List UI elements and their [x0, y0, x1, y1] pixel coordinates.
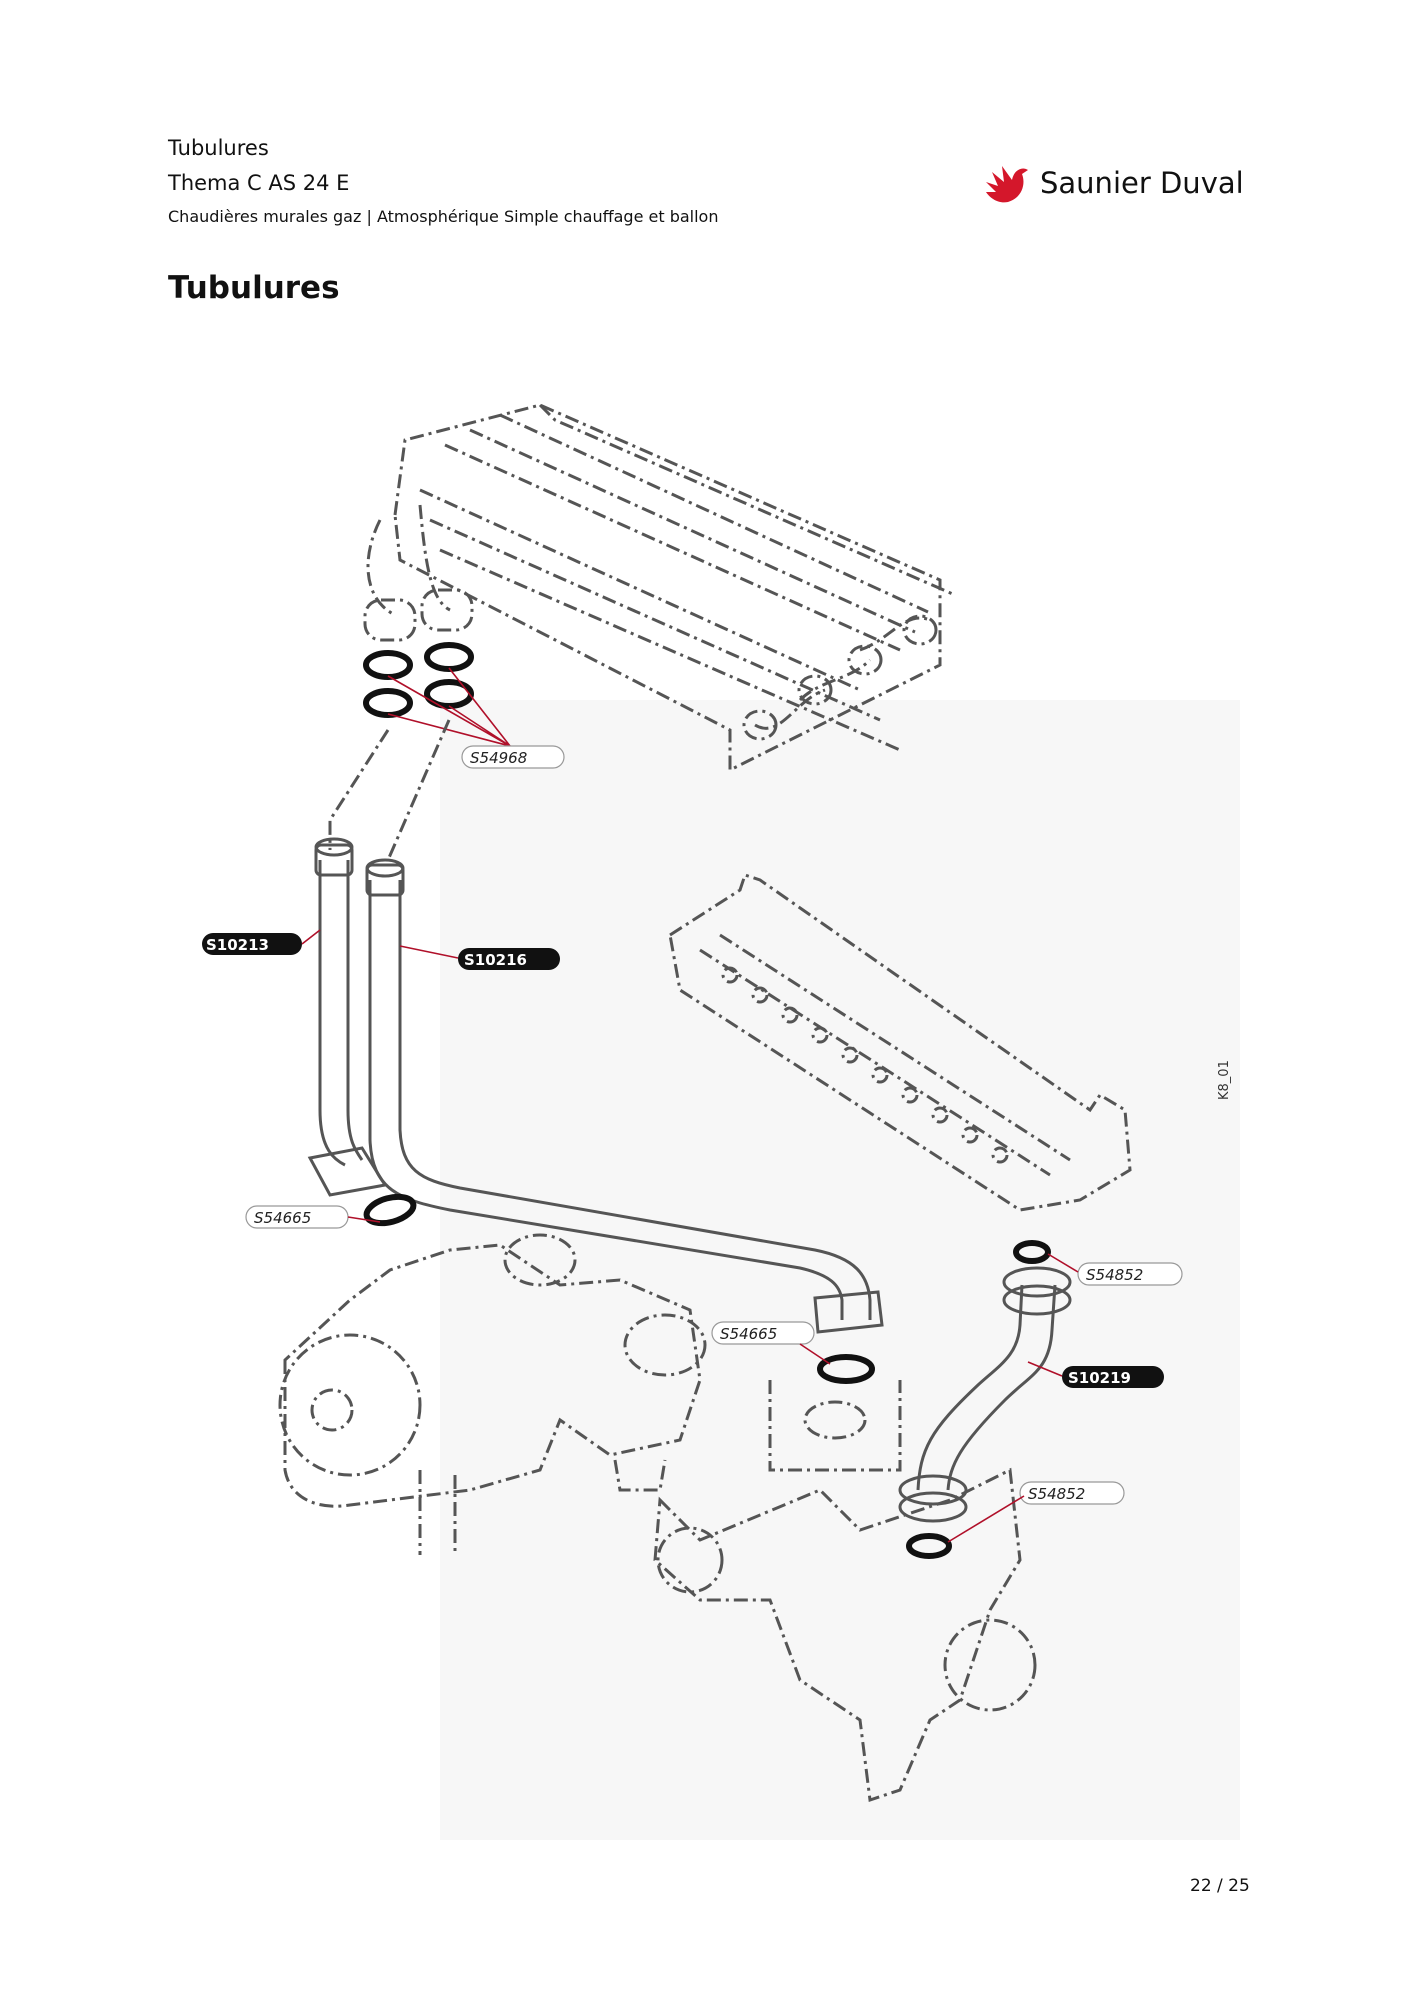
- ref-label-s54968: S54968: [461, 745, 565, 769]
- ref-label-s54665-b: S54665: [711, 1321, 815, 1345]
- ref-text: S10216: [464, 951, 527, 969]
- exchanger-seals: [363, 642, 474, 718]
- brand-name: Saunier Duval: [1040, 166, 1244, 200]
- header-category: Chaudières murales gaz | Atmosphérique S…: [168, 207, 719, 226]
- ref-text: S10219: [1068, 1369, 1131, 1387]
- ref-text: S10213: [206, 936, 269, 954]
- ref-label-s10213: S10213: [202, 933, 302, 955]
- ref-text: S54665: [720, 1325, 777, 1343]
- pipe-seals: [363, 1193, 1051, 1559]
- heat-exchanger-drawing: [363, 403, 956, 773]
- ref-label-s54852-b: S54852: [1019, 1481, 1125, 1505]
- ref-text: S54852: [1028, 1485, 1085, 1503]
- ref-label-s10216: S10216: [458, 948, 560, 970]
- header-section: Tubulures: [168, 136, 269, 160]
- ref-text: S54968: [470, 749, 527, 767]
- ref-label-s54665-a: S54665: [245, 1205, 349, 1229]
- valve-block-drawing: [653, 1380, 1037, 1803]
- figure-code: K8_01: [1217, 1060, 1232, 1100]
- page-number: 22 / 25: [1190, 1876, 1250, 1896]
- ref-text: S54665: [254, 1209, 311, 1227]
- ref-label-s10219: S10219: [1062, 1366, 1164, 1388]
- header-model: Thema C AS 24 E: [168, 171, 350, 195]
- pipe-assembly: [307, 837, 1072, 1523]
- ref-label-s54852-a: S54852: [1077, 1262, 1183, 1286]
- page-title: Tubulures: [168, 270, 340, 306]
- brand-logo: Saunier Duval: [982, 158, 1252, 208]
- manifold-drawing: [668, 873, 1132, 1212]
- ref-text: S54852: [1086, 1266, 1143, 1284]
- pump-block-drawing: [278, 1233, 707, 1555]
- bird-icon: [986, 166, 1028, 203]
